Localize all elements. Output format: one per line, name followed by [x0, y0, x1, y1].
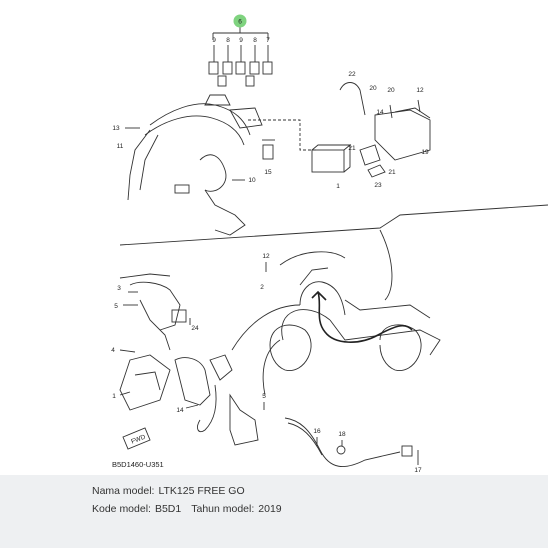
- callout-label: 15: [264, 169, 272, 176]
- callout-label: 23: [374, 182, 382, 189]
- callout-label: 6: [238, 19, 242, 26]
- callout-label: 14: [176, 407, 184, 414]
- model-code-value: B5D1: [154, 503, 182, 515]
- callout-label: 4: [111, 347, 115, 354]
- model-name-row: Nama model:LTK125 FREE GO: [92, 485, 245, 497]
- wiring-harness-illustration: 6 9 8 9 8 7 22 20 20 12 13 11 10 14 15 2…: [111, 14, 548, 474]
- callout-label: 3: [117, 285, 121, 292]
- callout-label: 1: [112, 393, 116, 400]
- callout-label: 11: [117, 143, 124, 150]
- model-code-label: Kode model:: [92, 503, 151, 515]
- callout-label: 22: [348, 71, 356, 78]
- callout-label: 14: [376, 109, 384, 116]
- callout-label: 9: [212, 37, 216, 44]
- model-info-panel: Nama model:LTK125 FREE GO Kode model:B5D…: [0, 475, 548, 548]
- callout-label: 8: [226, 37, 230, 44]
- model-year-value: 2019: [258, 503, 282, 515]
- callout-label: 19: [421, 149, 429, 156]
- model-code-row: Kode model:B5D1 Tahun model:2019: [92, 503, 282, 515]
- parts-diagram: 6 9 8 9 8 7 22 20 20 12 13 11 10 14 15 2…: [111, 14, 548, 474]
- highlight-marker: [233, 14, 247, 28]
- callout-label: 13: [112, 125, 120, 132]
- model-year-label: Tahun model:: [191, 503, 255, 515]
- callout-label: 7: [266, 37, 270, 44]
- callout-label: 16: [313, 428, 321, 435]
- callout-label: 12: [416, 87, 424, 94]
- model-name-label: Nama model:: [92, 485, 155, 497]
- drawing-code: B5D1460-U351: [112, 460, 164, 469]
- callout-label: 5: [114, 303, 118, 310]
- callout-label: 9: [239, 37, 243, 44]
- fwd-arrow-label: FWD: [130, 433, 147, 445]
- callout-label: 20: [369, 85, 377, 92]
- callout-label: 5: [262, 393, 266, 400]
- callout-label: 10: [248, 177, 256, 184]
- callout-label: 21: [388, 169, 396, 176]
- callout-label: 8: [253, 37, 257, 44]
- callout-label: 2: [260, 284, 264, 291]
- callout-label: 18: [338, 431, 346, 438]
- callout-label: 17: [414, 467, 422, 474]
- callout-label: 21: [348, 145, 356, 152]
- callout-label: 1: [336, 183, 340, 190]
- callout-label: 24: [191, 325, 199, 332]
- model-name-value: LTK125 FREE GO: [158, 485, 245, 497]
- callout-label: 12: [262, 253, 270, 260]
- callout-label: 20: [387, 87, 395, 94]
